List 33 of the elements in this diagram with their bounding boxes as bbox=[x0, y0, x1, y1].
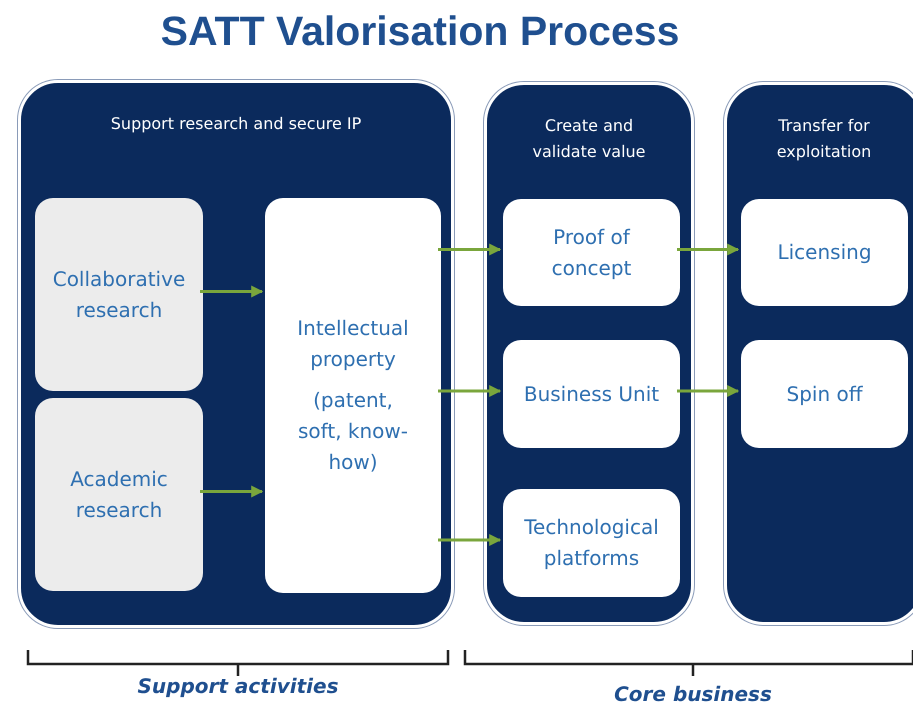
stage-panel bbox=[484, 82, 694, 625]
panel-heading: Transfer for exploitation bbox=[776, 115, 872, 163]
group-label: Core business bbox=[614, 682, 772, 706]
process-box bbox=[503, 489, 680, 597]
process-box bbox=[741, 199, 908, 306]
box-text: Collaborative research bbox=[52, 266, 186, 324]
box-text: Intellectual property bbox=[296, 315, 410, 373]
research-box bbox=[35, 198, 203, 391]
stage-panel bbox=[724, 82, 913, 625]
panel-heading: Create and validate value bbox=[531, 115, 647, 163]
research-box bbox=[35, 398, 203, 591]
process-box bbox=[503, 340, 680, 448]
arrow bbox=[438, 244, 502, 256]
stage-panel bbox=[18, 80, 454, 628]
box-text: Technological platforms bbox=[523, 514, 660, 572]
panel-heading: Support research and secure IP bbox=[110, 113, 362, 135]
process-box bbox=[503, 199, 680, 306]
arrow bbox=[200, 486, 264, 498]
process-box bbox=[741, 340, 908, 448]
arrow bbox=[677, 385, 740, 397]
box-text: Proof of concept bbox=[550, 224, 632, 282]
box-text: (patent, soft, know-how) bbox=[298, 387, 408, 476]
box-text: Business Unit bbox=[524, 380, 660, 408]
group-label: Support activities bbox=[138, 674, 338, 698]
box-text: Licensing bbox=[777, 239, 872, 266]
process-box bbox=[265, 198, 441, 593]
box-text: Spin off bbox=[786, 380, 862, 408]
arrow bbox=[677, 244, 740, 256]
arrow bbox=[438, 534, 502, 546]
arrow bbox=[438, 385, 502, 397]
arrow bbox=[200, 286, 264, 298]
title: SATT Valorisation Process bbox=[160, 8, 680, 55]
box-text: Academic research bbox=[69, 466, 169, 524]
